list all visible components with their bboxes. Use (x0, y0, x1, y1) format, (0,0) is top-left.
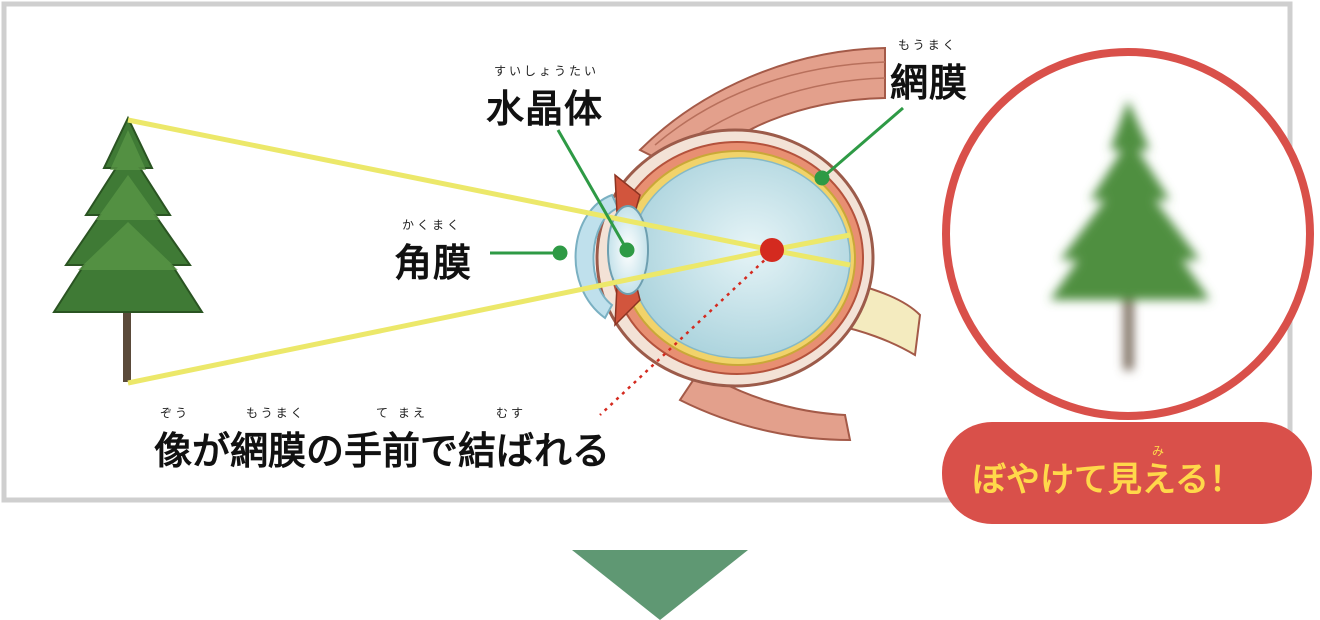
callout-label-bg (942, 422, 1312, 524)
cornea-ruby: かくまく (402, 218, 463, 232)
ray-bottom-cross (771, 247, 851, 268)
lens-label: 水晶体 (486, 87, 604, 131)
ray-bottom (127, 247, 773, 386)
callout-text: ぼやけて見える！ (972, 460, 1243, 500)
blurred-view-callout (942, 48, 1314, 524)
retina-ruby: もうまく (898, 38, 958, 52)
lens-leader (556, 129, 629, 251)
ray-top-cross (771, 232, 851, 253)
focus-leader (599, 254, 771, 416)
tree-trunk (123, 290, 131, 382)
down-arrow-icon (572, 550, 748, 620)
ray-top (127, 117, 773, 253)
caption-ruby-temae: て まえ (376, 406, 428, 420)
callout-ruby: み (1152, 444, 1168, 458)
cornea-label: 角膜 (394, 241, 473, 285)
caption-ruby-musu: むす (496, 406, 527, 420)
blurred-tree (1050, 100, 1210, 370)
light-rays (127, 117, 851, 386)
lens-ruby: すいしょうたい (494, 64, 600, 78)
retina-leader (821, 106, 904, 180)
caption-ruby-zou: ぞう (160, 406, 191, 420)
tree-object (52, 115, 204, 382)
lower-muscle (678, 368, 852, 442)
caption-ruby-moumaku: もうまく (246, 406, 306, 420)
retina-label: 網膜 (890, 61, 969, 105)
focus-point (760, 238, 784, 262)
caption-text: 像が網膜の手前で結ばれる (154, 429, 611, 473)
